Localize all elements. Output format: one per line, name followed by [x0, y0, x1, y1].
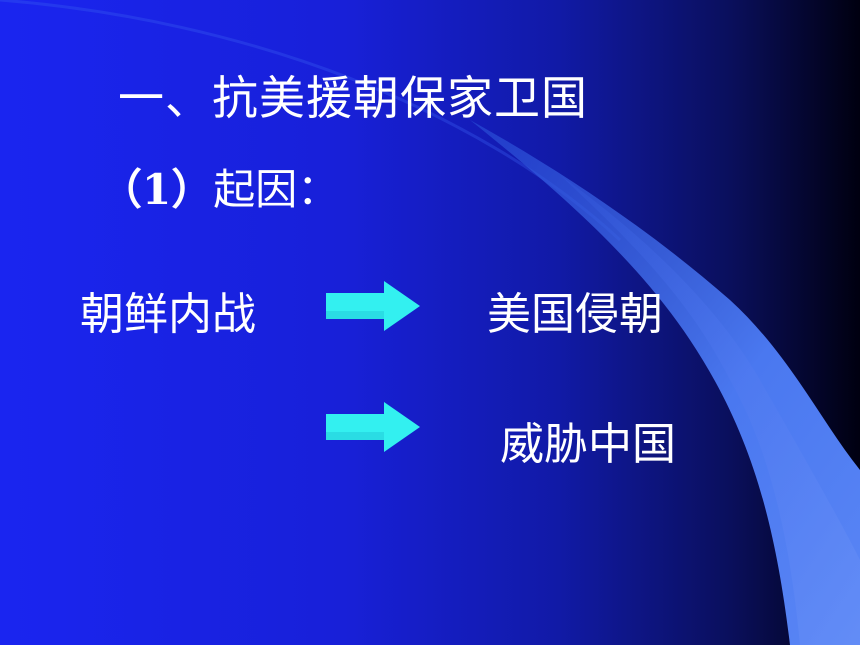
section-heading: （1）起因： [100, 156, 339, 217]
right-arrow-icon [326, 402, 420, 452]
section-label: 起因： [213, 165, 340, 214]
effect-text-2: 威胁中国 [500, 419, 676, 470]
effect-text-1: 美国侵朝 [487, 289, 663, 340]
cause-text: 朝鲜内战 [80, 289, 256, 340]
slide-title: 一、抗美援朝保家卫国 [118, 71, 588, 125]
section-number: （1） [100, 165, 214, 214]
right-arrow-icon [326, 281, 420, 331]
